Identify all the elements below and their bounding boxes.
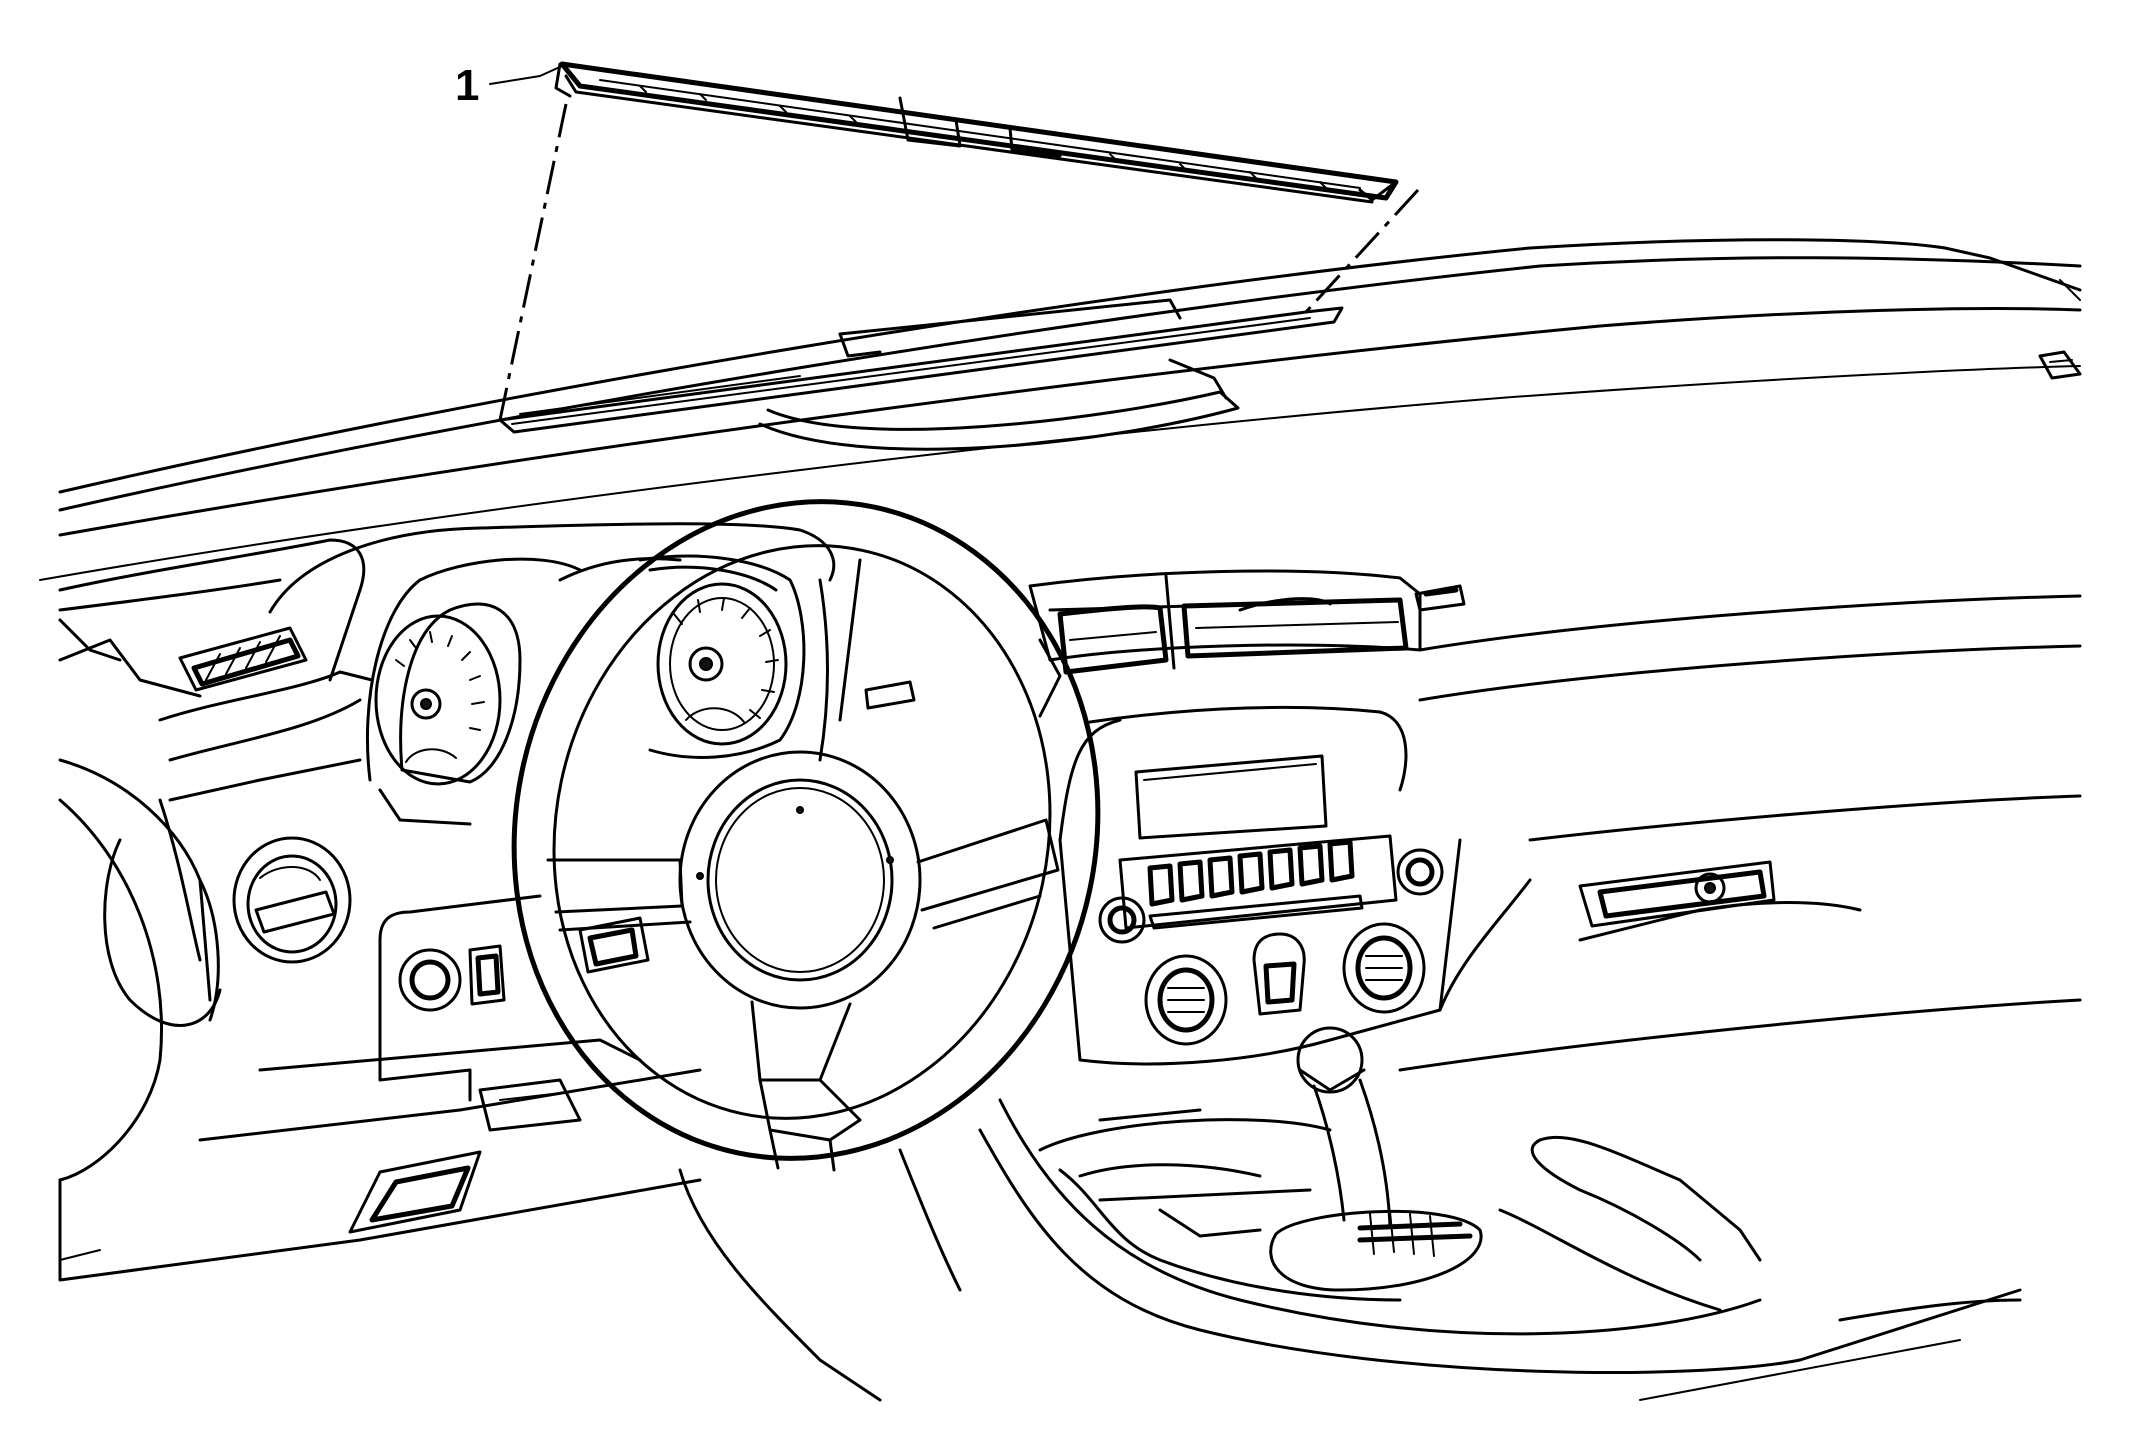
hvac-controls: [1144, 922, 1426, 1046]
instrument-cluster: [268, 522, 862, 826]
callout-1: 1: [455, 61, 563, 110]
instrument-panel-upper-pad: [39, 238, 2082, 581]
lower-dash-panel: [258, 894, 1202, 1402]
left-dash-section: [58, 538, 702, 1282]
callout-1-label: 1: [455, 61, 479, 110]
center-console-shifter: [978, 1026, 2022, 1401]
center-stack-radio: [1058, 705, 1462, 1066]
glove-box-area: [1398, 594, 2082, 1072]
windshield-garnish-molding: [554, 61, 1399, 204]
steering-wheel: [511, 499, 1101, 1172]
center-air-vents: [864, 569, 1466, 718]
